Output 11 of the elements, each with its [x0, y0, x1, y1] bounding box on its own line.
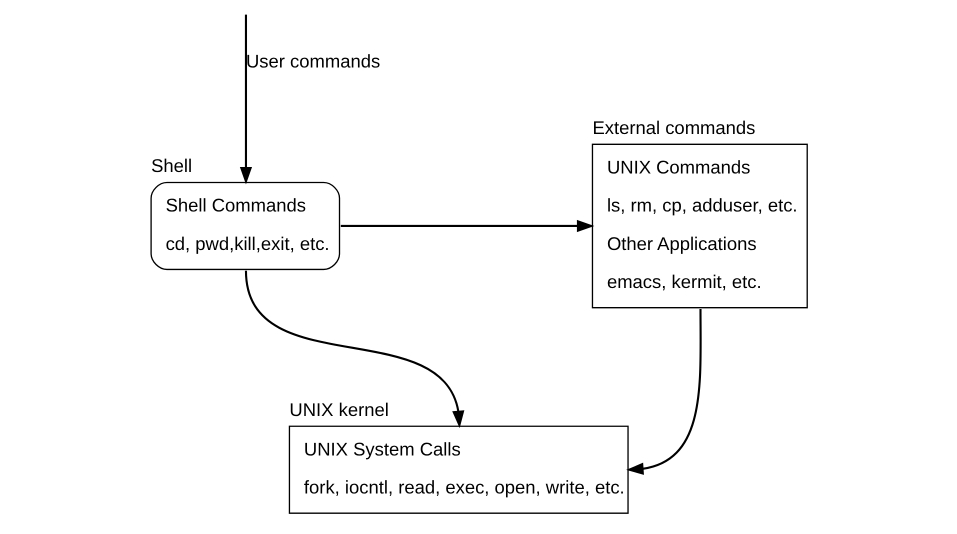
- node-label: Shell: [151, 155, 192, 176]
- node-box: UNIX System Calls fork, iocntl, read, exec, open, write, etc.: [288, 426, 629, 514]
- node-label: External commands: [592, 117, 756, 138]
- arrow: [626, 308, 702, 475]
- node-label: UNIX kernel: [289, 398, 389, 420]
- arrow: [340, 220, 594, 232]
- arrow: [240, 14, 252, 184]
- node-box: UNIX Commands ls, rm, cp, adduser, etc. Other Applications emacs, kermit, etc.: [592, 144, 808, 308]
- edge-label: User commands: [246, 50, 380, 72]
- arrow: [244, 270, 464, 428]
- node-box: Shell Commands cd, pwd,kill,exit, etc.: [150, 182, 340, 270]
